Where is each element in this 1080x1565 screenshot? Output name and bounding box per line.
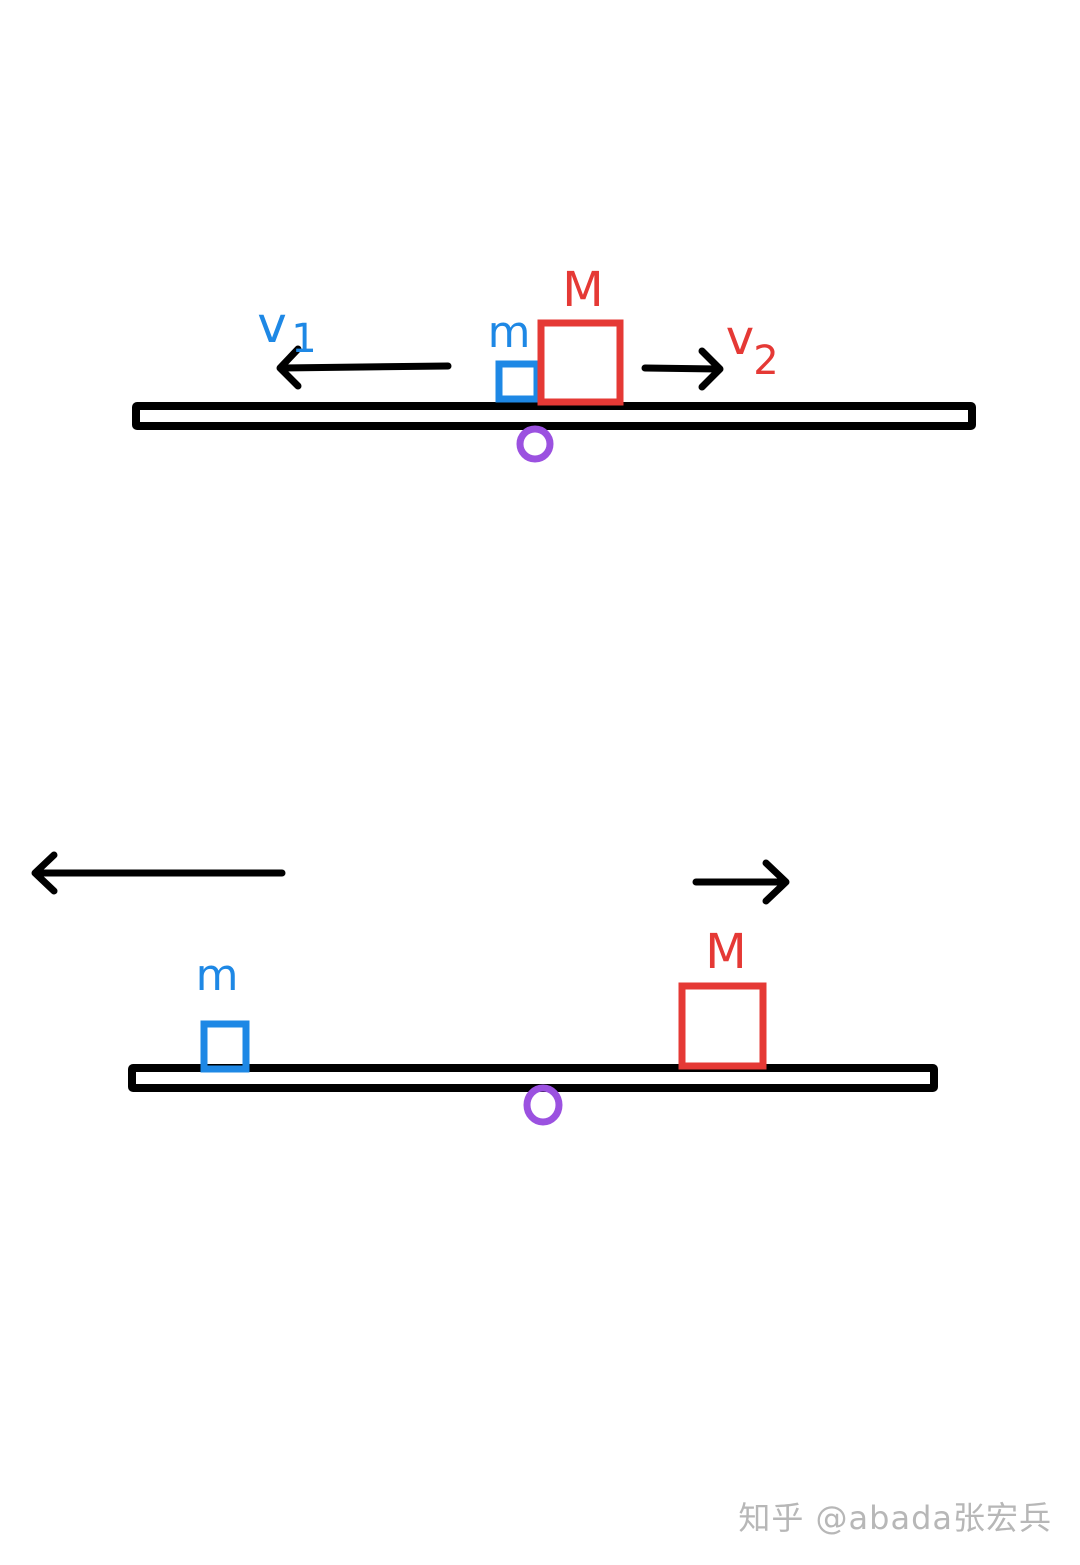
top-left-arrow (276, 345, 452, 390)
top-beam (132, 402, 976, 430)
bottom-large-mass-label: M (705, 924, 746, 980)
top-right-velocity-subscript: 2 (753, 338, 778, 384)
bottom-large-block (678, 982, 767, 1070)
bottom-small-block (200, 1020, 250, 1073)
top-small-mass-label: m (488, 307, 531, 358)
top-right-velocity-symbol: v (726, 310, 754, 366)
bottom-pivot-circle (523, 1084, 563, 1126)
top-small-block (495, 360, 541, 403)
bottom-scene: m M (31, 851, 938, 1126)
bottom-small-mass-label: m (196, 950, 239, 1001)
bottom-left-arrow (31, 851, 286, 895)
top-large-mass-label: M (562, 262, 603, 318)
top-right-arrow (641, 347, 724, 391)
bottom-right-arrow (692, 859, 790, 905)
top-pivot-circle (516, 425, 554, 463)
top-left-velocity-symbol: v (257, 296, 287, 354)
bottom-beam (128, 1064, 938, 1092)
top-large-block (537, 319, 624, 406)
watermark-text: 知乎 @abada张宏兵 (738, 1499, 1052, 1537)
top-scene: m M v 1 v 2 (132, 262, 976, 463)
top-left-velocity-subscript: 1 (291, 316, 316, 362)
